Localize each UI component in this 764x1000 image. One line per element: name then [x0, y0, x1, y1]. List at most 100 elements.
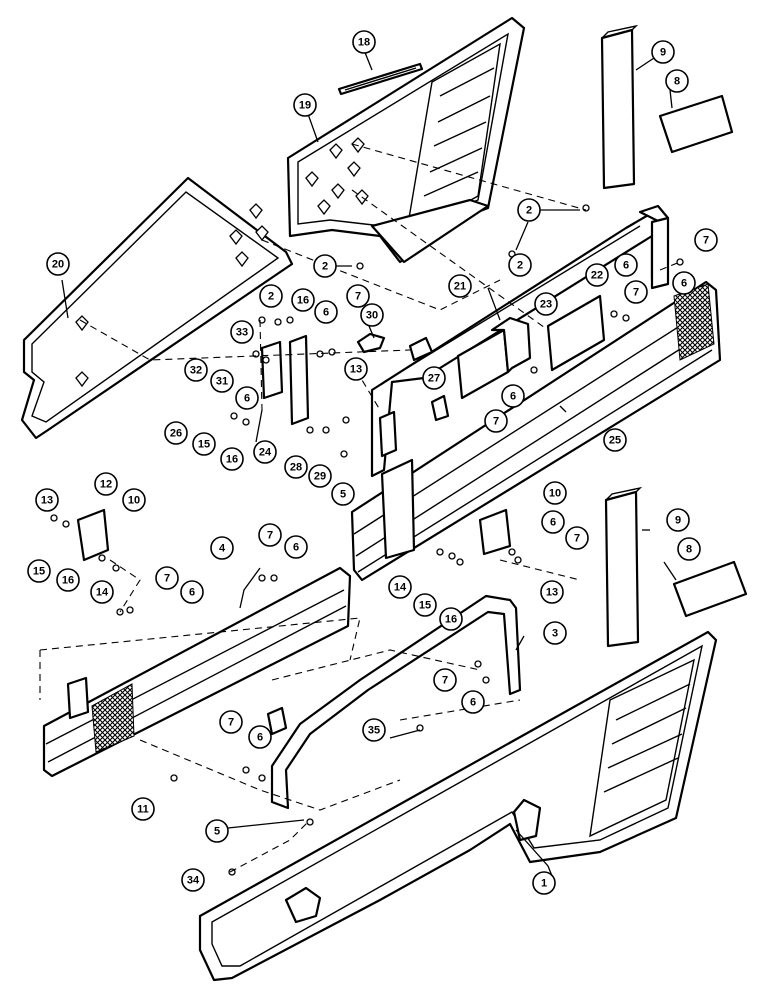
part-22-plate: [546, 294, 606, 372]
callout-circle: [94, 472, 118, 496]
callout-number: 2: [526, 205, 532, 217]
callout-number: 34: [187, 875, 200, 887]
callout-11: 11: [131, 797, 155, 821]
callout-31: 31: [210, 369, 234, 393]
callout-circle: [284, 455, 308, 479]
callout-6: 6: [461, 690, 485, 714]
callout-circle: [90, 580, 114, 604]
callout-number: 2: [268, 291, 274, 303]
callout-1: 1: [532, 871, 556, 895]
callout-circle: [532, 871, 556, 895]
callout-7: 7: [219, 710, 243, 734]
callout-number: 5: [340, 489, 346, 501]
callout-circle: [543, 621, 567, 645]
callout-circle: [259, 284, 283, 308]
callout-circle: [672, 271, 696, 295]
callout-number: 5: [214, 826, 220, 838]
callout-number: 28: [290, 462, 302, 474]
callout-circle: [131, 797, 155, 821]
callout-33: 33: [230, 320, 254, 344]
callout-2: 2: [508, 253, 532, 277]
callout-number: 19: [299, 100, 311, 112]
callout-circle: [585, 263, 609, 287]
part-23-bracket: [456, 316, 532, 400]
callout-circle: [314, 300, 338, 324]
callout-number: 7: [574, 533, 580, 545]
hardware-fasteners: [50, 204, 684, 876]
callout-number: 7: [633, 287, 639, 299]
callout-2: 2: [259, 284, 283, 308]
callout-number: 14: [394, 582, 407, 594]
callout-6: 6: [501, 384, 525, 408]
part-20-left-panel: [20, 176, 294, 440]
callout-circle: [665, 69, 689, 93]
callout-number: 10: [128, 495, 140, 507]
callout-circle: [184, 358, 208, 382]
callout-22: 22: [585, 263, 609, 287]
callout-number: 11: [137, 804, 149, 816]
callout-number: 6: [550, 517, 556, 529]
callout-8: 8: [665, 69, 689, 93]
callout-32: 32: [184, 358, 208, 382]
callout-number: 27: [428, 373, 440, 385]
callout-16: 16: [56, 568, 80, 592]
callout-circle: [27, 559, 51, 583]
callout-circle: [517, 198, 541, 222]
part-9-lower-block: [604, 486, 643, 648]
part-25-grille: [350, 280, 722, 582]
callout-7: 7: [484, 409, 508, 433]
callout-6: 6: [314, 300, 338, 324]
callout-21: 21: [448, 274, 472, 298]
callout-circle: [258, 523, 282, 547]
callout-number: 6: [257, 732, 263, 744]
callout-number: 7: [267, 530, 273, 542]
callout-8: 8: [677, 537, 701, 561]
callout-number: 29: [314, 471, 326, 483]
callout-circle: [484, 409, 508, 433]
callout-number: 22: [591, 270, 603, 282]
part-8-lower-block: [672, 560, 748, 618]
callout-circle: [565, 526, 589, 550]
callout-number: 21: [454, 281, 466, 293]
callout-circle: [210, 536, 234, 560]
callout-circle: [155, 566, 179, 590]
callout-number: 9: [675, 515, 681, 527]
callout-number: 6: [510, 391, 516, 403]
callout-number: 15: [198, 439, 210, 451]
callout-number: 16: [297, 295, 309, 307]
callout-16: 16: [439, 607, 463, 631]
callout-number: 3: [552, 628, 558, 640]
callout-7: 7: [624, 280, 648, 304]
callout-circle: [603, 428, 627, 452]
callout-13: 13: [344, 357, 368, 381]
part-4-lower-panel: [42, 566, 352, 778]
callout-25: 25: [603, 428, 627, 452]
part-30-cover: [356, 332, 386, 354]
callout-circle: [210, 369, 234, 393]
callout-number: 7: [493, 416, 499, 428]
callout-number: 8: [686, 544, 692, 556]
callout-circle: [284, 535, 308, 559]
callout-circle: [413, 593, 437, 617]
callout-circle: [501, 384, 525, 408]
callout-20: 20: [46, 252, 70, 276]
callout-6: 6: [284, 535, 308, 559]
callout-number: 2: [517, 260, 523, 272]
callout-circle: [541, 510, 565, 534]
callout-circle: [122, 488, 146, 512]
callout-circle: [362, 718, 386, 742]
callout-circle: [677, 537, 701, 561]
callout-2: 2: [313, 254, 337, 278]
callout-number: 9: [660, 47, 666, 59]
callout-circle: [56, 568, 80, 592]
callout-circle: [230, 320, 254, 344]
callout-2: 2: [517, 198, 541, 222]
callout-number: 15: [419, 600, 431, 612]
callout-number: 10: [549, 488, 561, 500]
callout-circle: [219, 710, 243, 734]
callout-15: 15: [413, 593, 437, 617]
callout-circle: [205, 819, 229, 843]
callout-24: 24: [253, 440, 277, 464]
